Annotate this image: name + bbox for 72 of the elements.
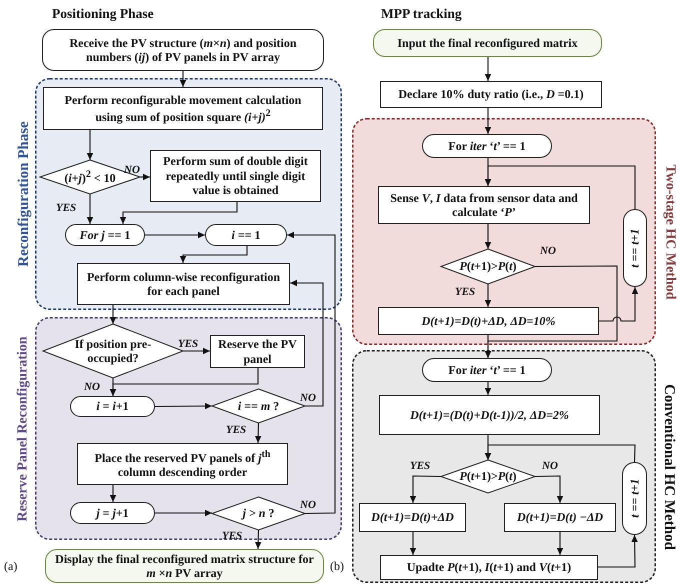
heading: MPP tracking [381, 6, 462, 22]
terminal-box: i = i+1 [70, 396, 155, 417]
arrow [287, 232, 336, 514]
decision-diamond: P(t+1)>P(t) [441, 460, 535, 493]
arrow [290, 280, 324, 407]
arrow [110, 305, 116, 324]
arrow [145, 232, 205, 238]
process-box: D(t+1)=D(t)+ΔD [359, 503, 466, 532]
process-box: Perform reconfigurable movement calculation using sum of position square (i+j)$^{2}$ [43, 87, 323, 130]
arrow [598, 535, 638, 568]
terminal-box: For j == 1 [65, 224, 145, 246]
process-box: D(t+1)=(D(t)+D(t-1))/2, ΔD=2% [379, 395, 600, 435]
edge-label: NO [124, 164, 140, 176]
arrow [410, 532, 416, 555]
terminal-box: For iter ‘t’ == 1 [422, 134, 552, 158]
process-box: Receive the PV structure (m×n) and position numbers (ij) of PV panels in PV array [42, 29, 324, 71]
arrow [484, 382, 492, 395]
edge-label: YES [56, 202, 76, 214]
edge-label: YES [455, 286, 476, 298]
start-end-box: Input the final reconfigured matrix [373, 29, 602, 57]
group-label: Two-stage HC Method [661, 164, 678, 300]
group-label: Conventional HC Method [660, 384, 678, 550]
arrow [180, 71, 186, 87]
arrow [484, 165, 636, 209]
terminal-box: i == 1 [205, 224, 287, 246]
arrow [183, 348, 210, 354]
arrow [254, 422, 262, 444]
process-box: Upadte P(t+1), I(t+1) and V(t+1) [380, 555, 598, 580]
terminal-box: t == t+1 [623, 209, 647, 287]
process-box: Sense V, I data from sensor data and calculate ‘P’ [378, 186, 590, 224]
process-box: Declare 10% duty ratio (i.e., D =0.1) [380, 81, 602, 108]
terminal-box: j = j+1 [70, 502, 155, 524]
arrow [599, 287, 638, 322]
arrow [86, 130, 94, 160]
arrow [484, 444, 636, 462]
arrow [410, 475, 441, 503]
group-label: Reconfiguration Phase [14, 121, 32, 267]
arrow [110, 378, 116, 396]
edge-label: NO [542, 460, 558, 472]
process-box: D(t+1)=D(t) −ΔD [504, 503, 616, 532]
panel-label: (b) [330, 559, 344, 574]
process-box: Perform column-wise reconfiguration for each panel [77, 263, 290, 305]
process-box: Reserve the PV panel [210, 335, 305, 368]
edge-label: YES [222, 530, 242, 542]
arrow [86, 194, 94, 224]
arrow [484, 57, 492, 81]
edge-label: NO [84, 381, 100, 393]
arrow [484, 108, 492, 134]
arrow [484, 284, 492, 307]
arrow [534, 475, 564, 503]
arrow [155, 510, 212, 516]
terminal-box: For iter ‘t’ == 1 [422, 358, 552, 382]
edge-label: YES [226, 424, 246, 436]
process-box: Perform sum of double digit repeatedly until single digit value is obtained [150, 150, 321, 202]
decision-diamond: P(t+1)>P(t) [441, 249, 535, 284]
terminal-box: t == t+1 [622, 462, 647, 535]
process-box: D(t+1)=D(t)+ΔD, ΔD=10% [378, 307, 599, 335]
edge-label: NO [540, 245, 556, 257]
arrow [484, 224, 492, 249]
start-end-box: Display the final reconfigured matrix structure for m ×n PV array [45, 549, 324, 583]
arrow [140, 174, 150, 180]
heading: Positioning Phase [52, 6, 154, 22]
arrow [254, 530, 262, 550]
arrow [180, 246, 248, 263]
arrow [484, 335, 492, 358]
arrow [155, 402, 212, 410]
arrow [110, 485, 116, 502]
arrow [120, 202, 238, 224]
group-label: Reserve Panel Reconfiguration [15, 336, 32, 522]
panel-label: (a) [4, 559, 18, 574]
arrow [556, 532, 564, 555]
edge-label: YES [410, 460, 430, 472]
